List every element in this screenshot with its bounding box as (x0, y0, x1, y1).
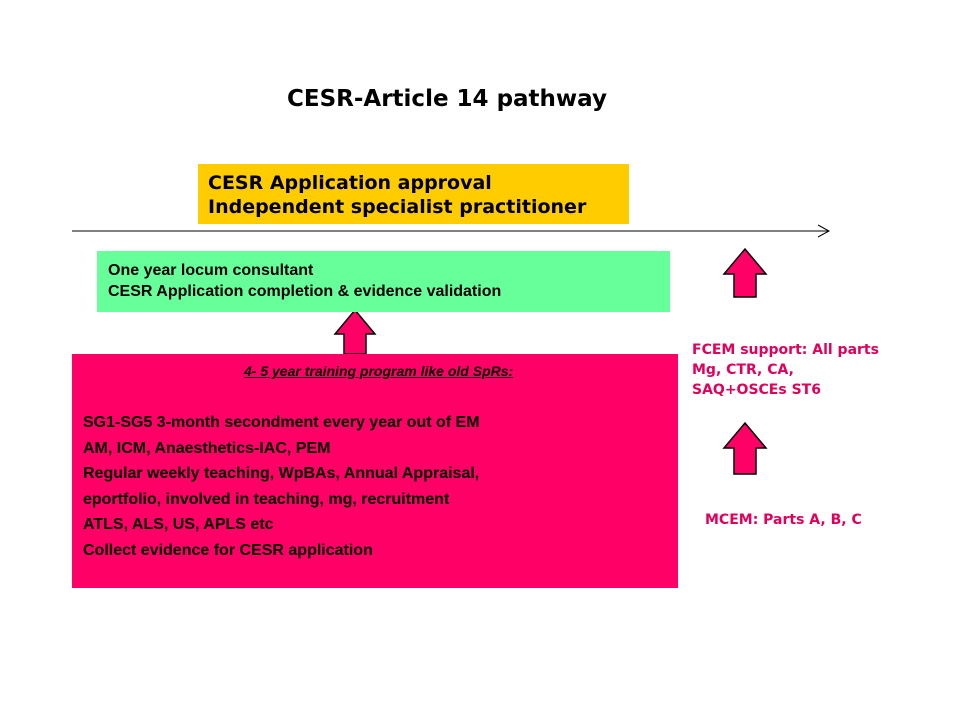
fcem-support-text: FCEM support: All parts Mg, CTR, CA, SAQ… (692, 340, 879, 400)
list-item: eportfolio, involved in teaching, mg, re… (83, 490, 450, 508)
list-item: SG1-SG5 3-month secondment every year ou… (83, 414, 480, 431)
mcem-text: MCEM: Parts A, B, C (705, 512, 862, 528)
training-list: SG1-SG5 3-month secondment every year ou… (83, 410, 480, 563)
locum-consultant-box: One year locum consultant CESR Applicati… (97, 251, 670, 312)
approval-line-2: Independent specialist practitioner (208, 196, 587, 218)
training-program-box: 4- 5 year training program like old SpRs… (72, 354, 678, 588)
up-arrow-icon (722, 247, 768, 298)
up-arrow-icon (722, 421, 768, 475)
page-title: CESR-Article 14 pathway (287, 86, 607, 112)
list-item: ATLS, ALS, US, APLS etc (83, 516, 274, 533)
approval-line-1: CESR Application approval (208, 172, 492, 194)
cesr-approval-box: CESR Application approval Independent sp… (198, 164, 629, 224)
locum-line-2: CESR Application completion & evidence v… (108, 283, 502, 300)
fcem-line-2: Mg, CTR, CA, (692, 362, 794, 378)
locum-line-1: One year locum consultant (108, 262, 314, 279)
fcem-line-1: FCEM support: All parts (692, 342, 879, 358)
list-item: Regular weekly teaching, WpBAs, Annual A… (83, 465, 480, 482)
training-heading: 4- 5 year training program like old SpRs… (244, 363, 514, 379)
timeline-arrow-icon (72, 224, 831, 238)
fcem-line-3: SAQ+OSCEs ST6 (692, 382, 821, 398)
list-item: AM, ICM, Anaesthetics-IAC, PEM (83, 439, 331, 457)
list-item: Collect evidence for CESR application (83, 541, 373, 559)
up-arrow-icon (333, 308, 377, 355)
